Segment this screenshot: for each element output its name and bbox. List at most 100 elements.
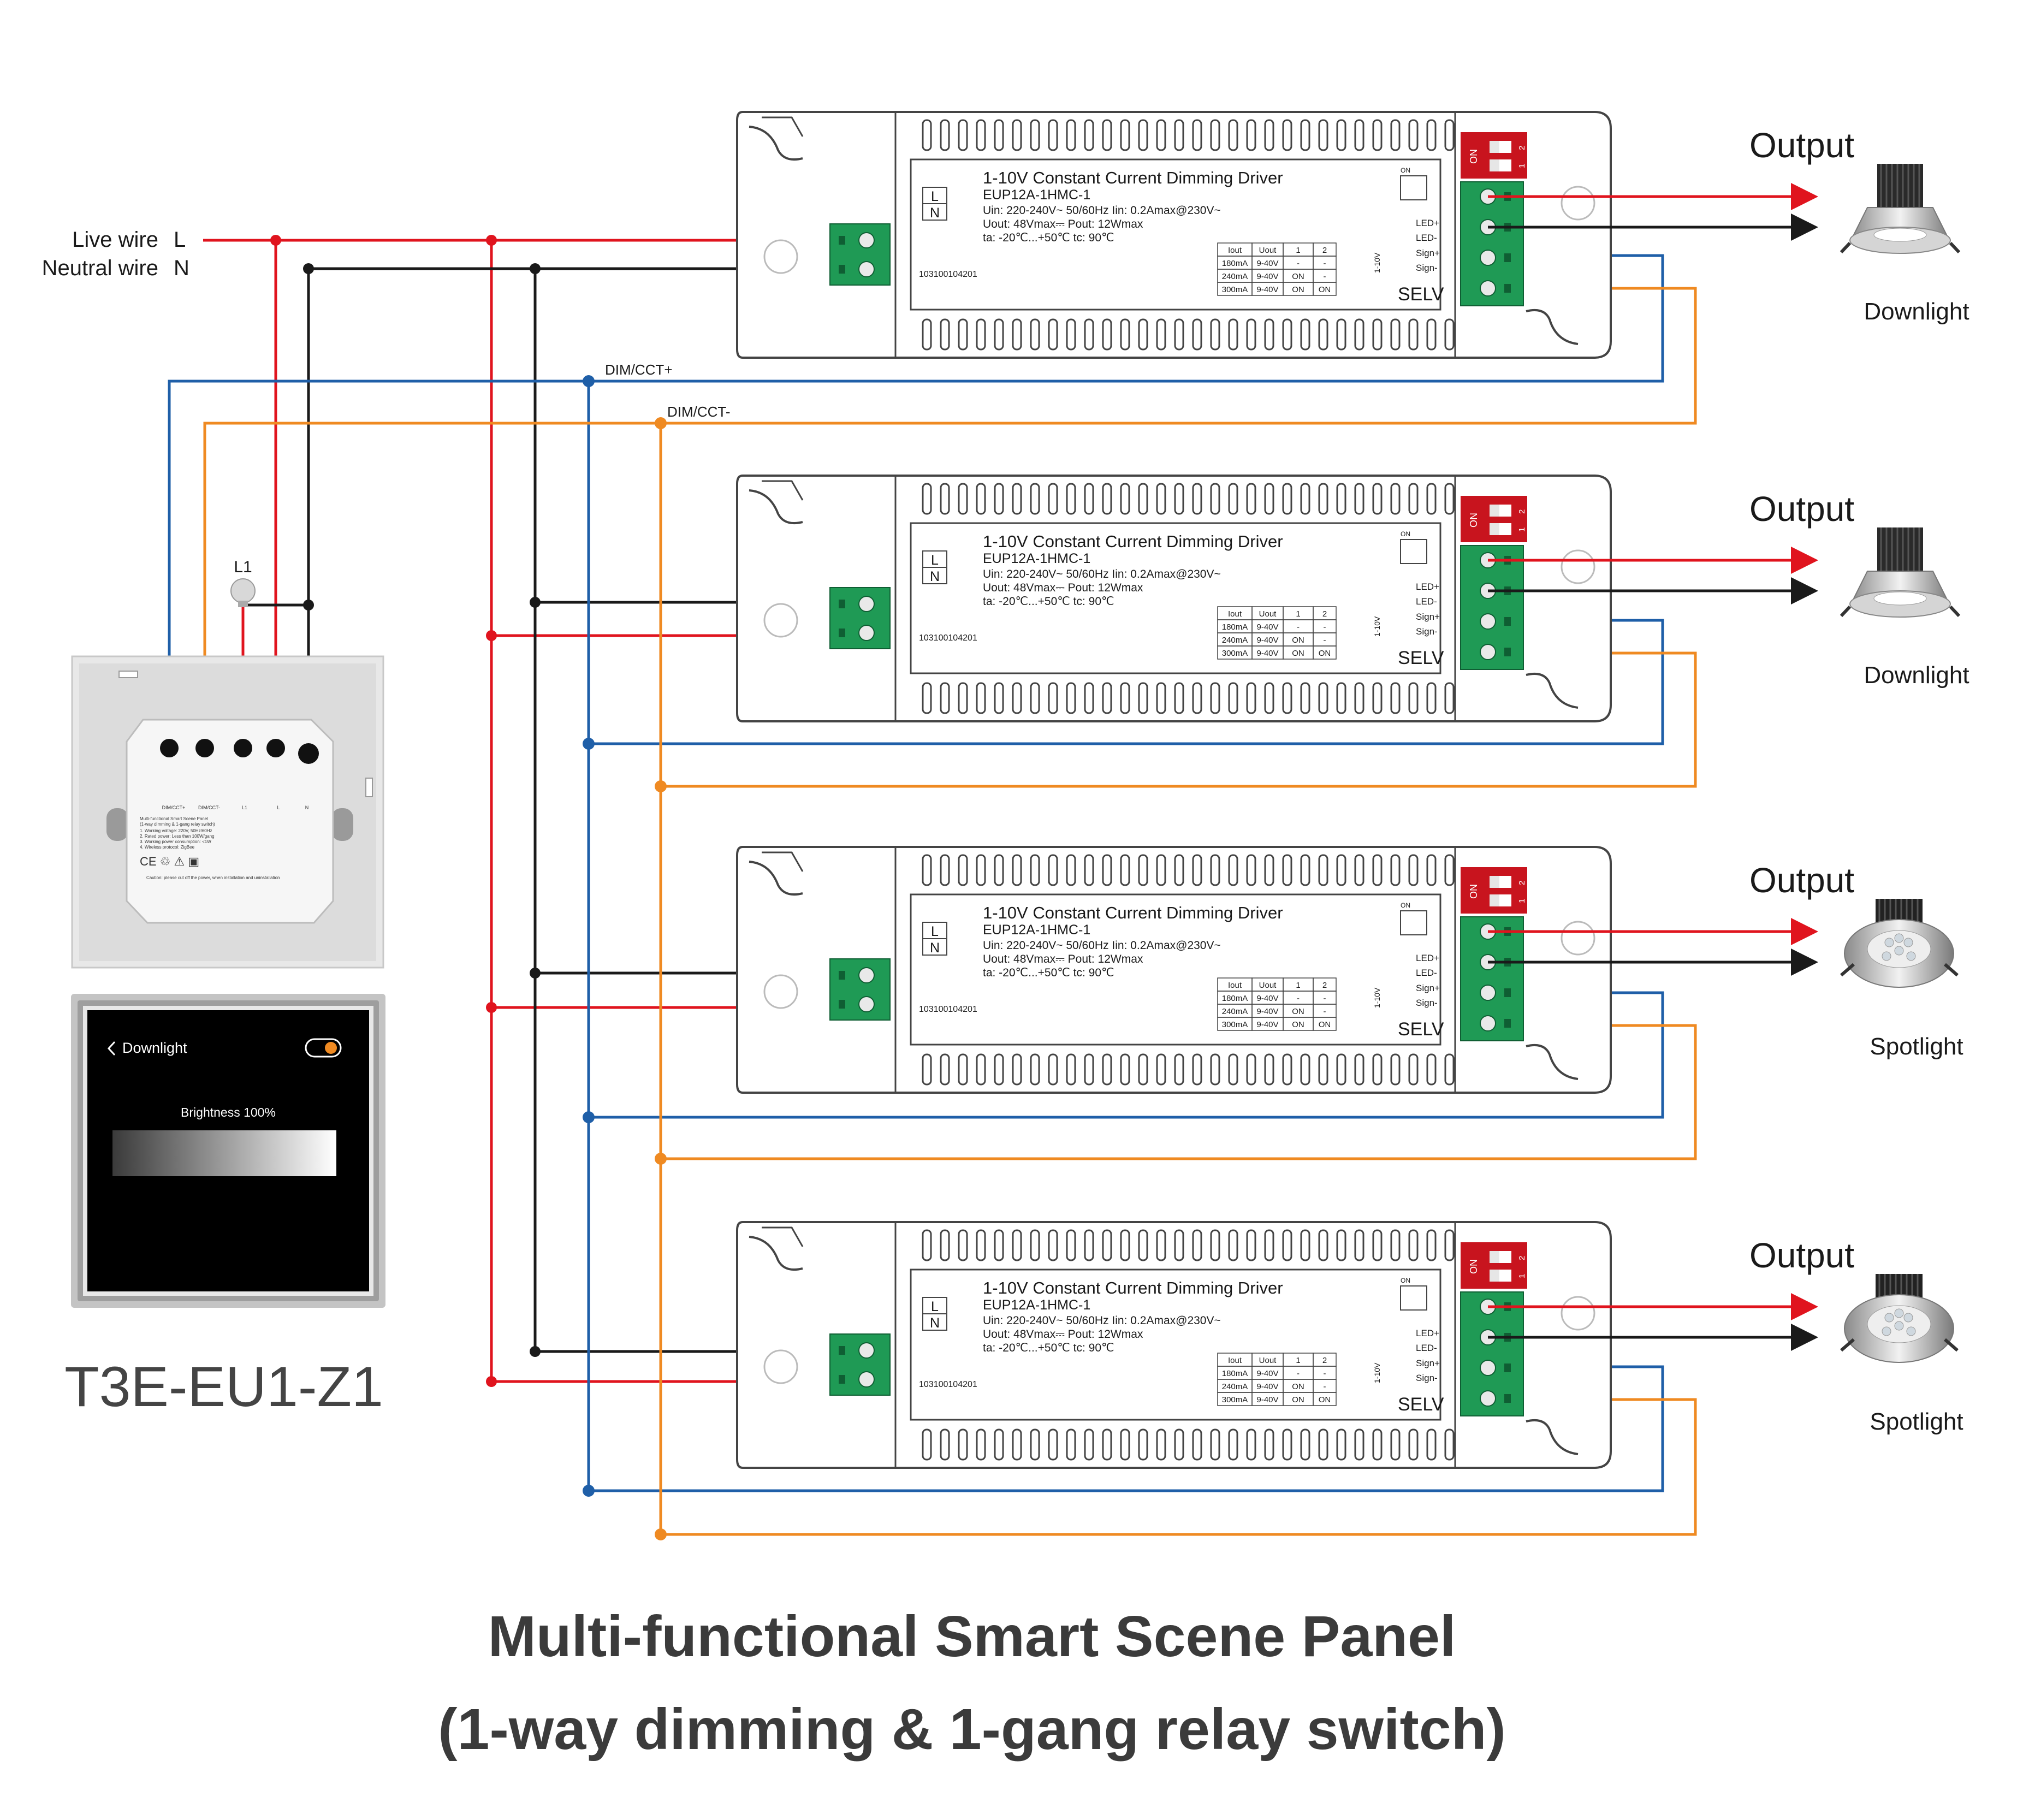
driver-title: 1-10V Constant Current Dimming Driver [983,1278,1283,1297]
table-cell: 1 [1296,981,1300,990]
dip-on-label: ON [1401,530,1410,538]
table-cell: Iout [1228,1356,1242,1365]
panel-back-subtitle: (1-way dimming & 1-gang relay switch) [140,822,215,827]
table-cell: 180mA [1222,623,1248,632]
table-cell: Iout [1228,981,1242,990]
output-terminal-label: LED+ [1416,582,1439,592]
table-cell: 9-40V [1256,1020,1278,1029]
dip-on-label: ON [1468,513,1479,527]
chevron-left-icon[interactable] [107,1041,116,1056]
output-terminal-label: Sign+ [1416,612,1440,622]
table-cell: - [1297,1369,1300,1378]
panel-front: Downlight Brightness 100% [71,994,385,1308]
terminal-label: L1 [242,805,247,810]
dim-plus-wire [168,254,1664,1492]
output-heading: Output [1749,861,1854,900]
driver-serial: 103100104201 [919,270,977,279]
panel-back-spec: 4. Wireless protocol: ZigBee [140,845,195,850]
dip-position: 2 [1517,146,1527,150]
table-cell: ON [1319,1395,1331,1404]
table-cell: Uout [1259,246,1277,255]
table-cell: ON [1292,1382,1304,1391]
driver-spec: Uout: 48Vmax⎓ Pout: 12Wmax [983,218,1143,230]
dimming-driver: 1-10V Constant Current Dimming DriverEUP… [736,475,1612,722]
dip-on-label: ON [1468,1259,1479,1274]
table-cell: Uout [1259,981,1277,990]
output-label: Spotlight [1870,1033,1963,1060]
output-heading: Output [1749,126,1854,165]
power-toggle[interactable] [305,1038,342,1058]
table-cell: ON [1319,1020,1331,1029]
table-cell: - [1324,1369,1326,1378]
table-cell: - [1324,272,1326,281]
panel-terminal-labels: DIM/CCT+ DIM/CCT- L1 L N [162,805,309,810]
drivers: 1-10V Constant Current Dimming DriverEUP… [736,111,1818,1469]
driver-title: 1-10V Constant Current Dimming Driver [983,903,1283,922]
table-cell: - [1324,1382,1326,1391]
table-cell: 300mA [1222,649,1248,658]
output-heading: Output [1749,489,1854,529]
live-wire-label: Live wire [72,228,158,252]
input-letter: L [931,1299,939,1314]
table-cell: 9-40V [1256,259,1278,268]
output-terminal-label: Sign- [1416,626,1438,637]
dimming-driver: 1-10V Constant Current Dimming DriverEUP… [736,1221,1612,1469]
table-cell: 9-40V [1256,1382,1278,1391]
table-cell: 300mA [1222,1395,1248,1404]
table-cell: ON [1319,649,1331,658]
table-cell: 2 [1322,609,1327,619]
output-terminal-label: Sign- [1416,998,1438,1008]
driver-spec: ta: -20℃...+50℃ tc: 90℃ [983,1342,1114,1354]
terminal-label: DIM/CCT- [198,805,220,810]
output-terminal-label: LED- [1416,233,1437,243]
selv-label: SELV [1398,1394,1444,1415]
panel-back-title: Multi-functional Smart Scene Panel [140,816,208,821]
input-letter: L [931,189,939,204]
table-cell: 1 [1296,609,1300,619]
table-cell: - [1324,259,1326,268]
driver-spec: Uin: 220-240V~ 50/60Hz Iin: 0.2Amax@230V… [983,204,1221,217]
selv-label: SELV [1398,1019,1444,1040]
dip-position: 1 [1517,164,1527,168]
dim-side-label: 1-10V [1373,1362,1381,1383]
table-cell: 240mA [1222,636,1248,645]
terminal-label: N [305,805,309,810]
dip-position: 1 [1517,899,1527,903]
driver-model: EUP12A-1HMC-1 [983,1297,1090,1313]
driver-serial: 103100104201 [919,1380,977,1389]
table-cell: - [1324,636,1326,645]
output-heading: Output [1749,1236,1854,1275]
table-cell: Iout [1228,246,1242,255]
dip-position: 1 [1517,1274,1527,1278]
table-cell: 2 [1322,981,1327,990]
table-cell: 2 [1322,1356,1327,1365]
brightness-slider[interactable] [112,1130,336,1176]
driver-title: 1-10V Constant Current Dimming Driver [983,168,1283,187]
dip-position: 1 [1517,527,1527,532]
output-terminal-label: LED+ [1416,218,1439,228]
driver-serial: 103100104201 [919,633,977,643]
table-cell: - [1324,623,1326,632]
output-terminal-label: LED- [1416,596,1437,607]
driver-spec: ta: -20℃...+50℃ tc: 90℃ [983,232,1114,244]
driver-spec: Uout: 48Vmax⎓ Pout: 12Wmax [983,953,1143,965]
panel-back-warning: Caution: please cut off the power, when … [146,875,280,880]
dim-minus-wire [203,287,1697,1536]
table-cell: 9-40V [1256,636,1278,645]
table-cell: 300mA [1222,285,1248,294]
table-cell: ON [1319,285,1331,294]
table-cell: 9-40V [1256,623,1278,632]
output-terminal-label: Sign- [1416,263,1438,273]
dip-on-label: ON [1401,902,1410,909]
dip-on-label: ON [1401,1277,1410,1284]
dimming-driver: 1-10V Constant Current Dimming DriverEUP… [736,111,1612,359]
dip-on-label: ON [1401,167,1410,174]
table-cell: 300mA [1222,1020,1248,1029]
table-cell: - [1297,623,1300,632]
dip-position: 2 [1517,509,1527,514]
table-cell: 9-40V [1256,272,1278,281]
bulb-icon [230,578,256,603]
table-cell: ON [1292,1395,1304,1404]
